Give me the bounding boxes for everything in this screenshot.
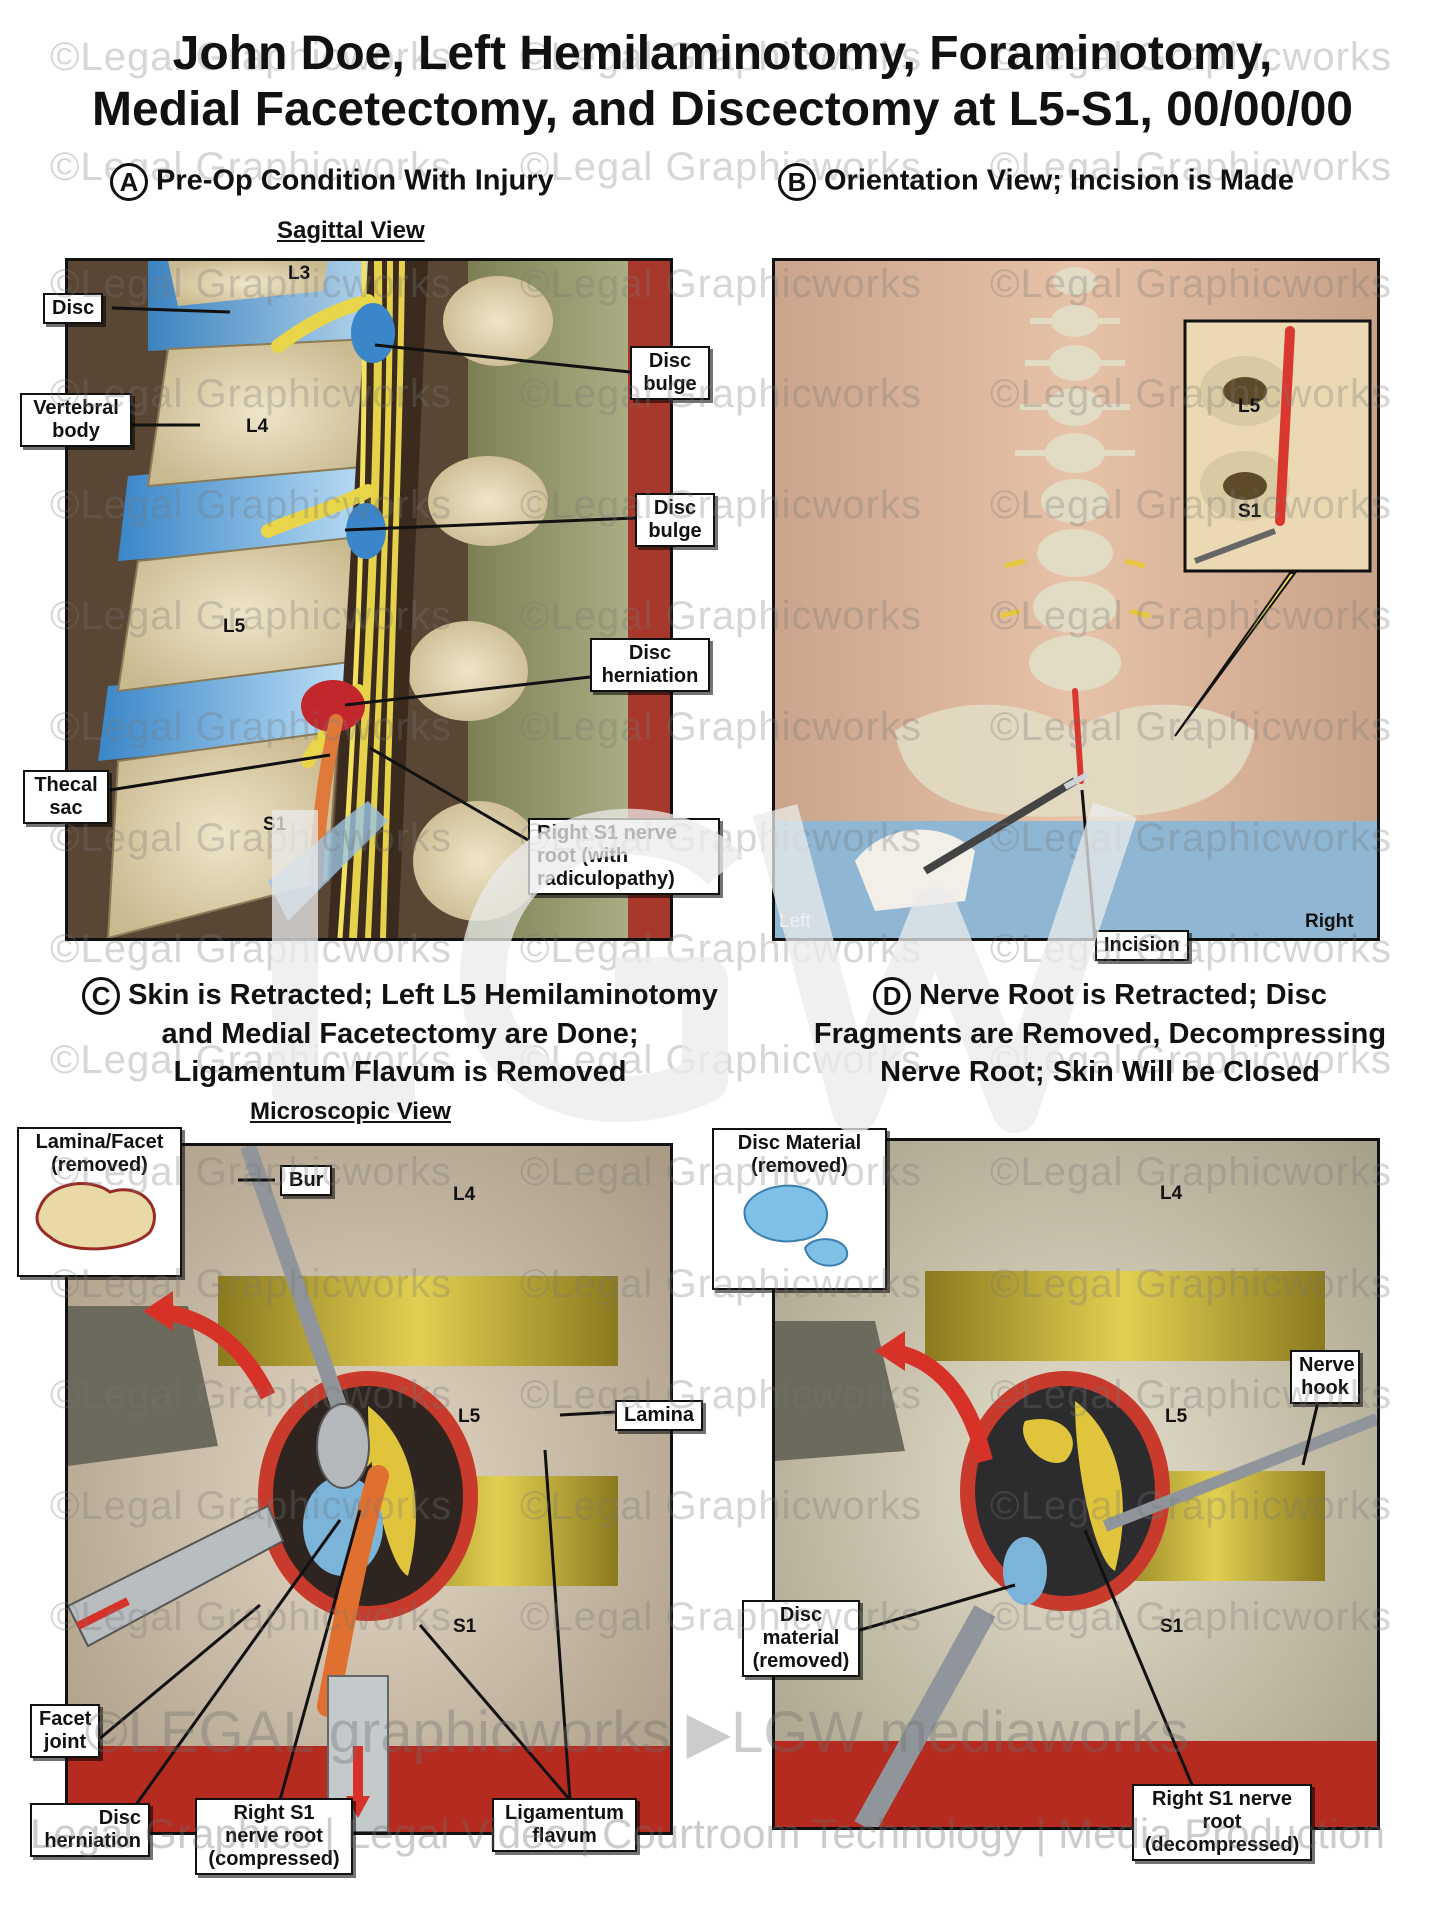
label-disc-bulge-2: Disc bulge — [635, 493, 715, 547]
panel-b-orientation-illustration: Left Right L5 S1 — [772, 258, 1380, 941]
label-ligamentum-flavum: Ligamentum flavum — [492, 1798, 637, 1852]
bone-fragment-icon — [35, 1182, 156, 1251]
section-d-line-2: Fragments are Removed, Decompressing — [813, 1018, 1387, 1051]
label-disc-material-removed-inset: Disc Material (removed) — [737, 1132, 862, 1177]
label-lamina: Lamina — [615, 1400, 704, 1431]
label-bur: Bur — [280, 1165, 333, 1196]
section-a-letter: A — [110, 163, 148, 201]
panel-c-l4-label: L4 — [453, 1184, 476, 1205]
inset-lamina-facet-removed: Lamina/Facet (removed) — [17, 1127, 182, 1277]
section-c-line-3: Ligamentum Flavum is Removed — [173, 1056, 627, 1089]
panel-d-s1-label: S1 — [1160, 1616, 1184, 1637]
orientation-left-label: Left — [779, 911, 811, 932]
section-d-line-1: Nerve Root is Retracted; Disc — [919, 979, 1327, 1011]
panel-d-microscopic-illustration: L4 L5 S1 — [772, 1138, 1380, 1830]
inset-s1-label: S1 — [1238, 501, 1262, 522]
orientation-right-label: Right — [1305, 911, 1354, 932]
section-d-line-3: Nerve Root; Skin Will be Closed — [880, 1056, 1320, 1089]
section-b-letter: B — [778, 163, 816, 201]
section-b-title: Orientation View; Incision is Made — [824, 164, 1295, 197]
label-disc-bulge-1: Disc bulge — [630, 346, 710, 400]
panel-c-l5-label: L5 — [458, 1406, 481, 1427]
panel-d-l4-label: L4 — [1160, 1183, 1183, 1204]
vertebra-l5-label: L5 — [223, 616, 246, 637]
section-a-subheading: Sagittal View — [277, 217, 425, 244]
panel-d-l5-label: L5 — [1165, 1406, 1188, 1427]
label-nerve-hook: Nerve hook — [1290, 1350, 1360, 1404]
label-right-s1-decompressed: Right S1 nerve root (decompressed) — [1132, 1784, 1312, 1861]
section-c-line-1: Skin is Retracted; Left L5 Hemilaminotom… — [128, 979, 718, 1011]
page-title-line-1: John Doe, Left Hemilaminotomy, Foraminot… — [172, 27, 1273, 80]
label-right-s1-compressed: Right S1 nerve root (compressed) — [195, 1798, 353, 1875]
label-disc-herniation-a: Disc herniation — [590, 638, 710, 692]
inset-disc-material-removed: Disc Material (removed) — [712, 1128, 887, 1290]
section-c-subheading: Microscopic View — [250, 1098, 451, 1125]
inset-l5-label: L5 — [1238, 396, 1261, 417]
label-lamina-facet-removed: Lamina/Facet (removed) — [35, 1131, 164, 1176]
vertebra-l3-label: L3 — [288, 263, 311, 284]
page-title-line-2: Medial Facetectomy, and Discectomy at L5… — [92, 83, 1353, 136]
disc-fragment-icon — [743, 1184, 848, 1267]
section-a-title: Pre-Op Condition With Injury — [156, 164, 554, 197]
section-c-letter: C — [82, 977, 121, 1016]
vertebra-s1-label: S1 — [263, 814, 287, 835]
label-incision: Incision — [1095, 930, 1189, 961]
label-thecal-sac: Thecal sac — [23, 770, 109, 824]
label-right-s1-radiculopathy: Right S1 nerve root (with radiculopathy) — [528, 818, 720, 895]
panel-c-s1-label: S1 — [453, 1616, 477, 1637]
section-d-letter: D — [873, 977, 912, 1016]
section-c-line-2: and Medial Facetectomy are Done; — [161, 1018, 639, 1051]
label-vertebral-body: Vertebral body — [20, 393, 132, 447]
label-facet-joint: Facet joint — [30, 1704, 100, 1758]
vertebra-l4-label: L4 — [246, 416, 269, 437]
label-disc: Disc — [43, 293, 104, 324]
label-disc-herniation-c: Disc herniation — [30, 1803, 150, 1857]
label-disc-material-removed: Disc material (removed) — [742, 1600, 860, 1677]
